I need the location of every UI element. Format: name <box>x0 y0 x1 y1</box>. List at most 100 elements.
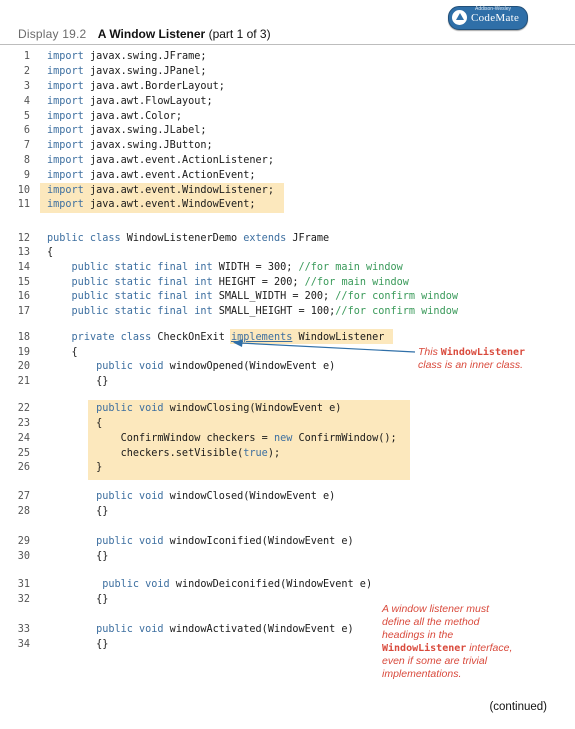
code-text: public void windowClosing(WindowEvent e) <box>47 402 341 416</box>
line-number: 10 <box>17 185 30 196</box>
code-text: public void windowActivated(WindowEvent … <box>47 623 354 637</box>
code-token: windowClosing(WindowEvent e) <box>163 403 342 414</box>
code-line: 2 import javax.swing.JPanel; <box>0 65 575 79</box>
code-line: 32 {} <box>0 593 575 607</box>
display-part: (part 1 of 3) <box>208 27 271 41</box>
code-text: {} <box>47 550 108 564</box>
code-line: 29 public void windowIconified(WindowEve… <box>0 535 575 549</box>
code-keyword: import <box>47 155 84 166</box>
line-number: 27 <box>17 491 30 502</box>
code-keyword: public static final int <box>71 291 213 302</box>
line-number: 17 <box>17 306 30 317</box>
code-line: 16 public static final int SMALL_WIDTH =… <box>0 290 575 304</box>
line-number: 12 <box>17 233 30 244</box>
line-number: 6 <box>23 125 30 136</box>
code-token: {} <box>47 639 109 650</box>
code-token: javax.swing.JButton; <box>83 140 213 151</box>
code-keyword: private class <box>71 332 152 343</box>
code-token: {} <box>47 594 109 605</box>
line-number: 31 <box>17 579 30 590</box>
code-token: WindowListenerDemo <box>120 233 244 244</box>
code-line: 27 public void windowClosed(WindowEvent … <box>0 490 575 504</box>
header-rule <box>0 44 575 45</box>
line-number: 23 <box>17 418 30 429</box>
code-token: javax.swing.JFrame; <box>83 51 207 62</box>
line-number: 2 <box>23 66 30 77</box>
code-text: {} <box>47 638 108 652</box>
continued-label: (continued) <box>489 701 547 713</box>
code-text: {} <box>47 375 108 389</box>
code-text: checkers.setVisible(true); <box>47 447 281 461</box>
code-text: import java.awt.event.WindowEvent; <box>47 198 256 212</box>
display-title: A Window Listener <box>97 27 206 41</box>
code-token: ); <box>267 448 281 459</box>
code-line: 19 { <box>0 346 575 360</box>
code-token: java.awt.event.WindowEvent; <box>83 199 256 210</box>
code-text: import javax.swing.JLabel; <box>47 124 206 138</box>
code-token: HEIGHT = 200; <box>212 277 305 288</box>
code-line: 34 {} <box>0 638 575 652</box>
code-keyword: public class <box>47 233 121 244</box>
code-text: import java.awt.event.WindowListener; <box>47 184 274 198</box>
line-number: 7 <box>23 140 30 151</box>
inner-class-annotation: This WindowListener class is an inner cl… <box>418 346 568 372</box>
line-number: 20 <box>17 361 30 372</box>
line-number: 1 <box>23 51 30 62</box>
code-line: 23 { <box>0 417 575 431</box>
code-comment: //for confirm window <box>335 306 458 317</box>
code-token: javax.swing.JPanel; <box>83 66 207 77</box>
code-line: 28 {} <box>0 505 575 519</box>
code-text: {} <box>47 593 108 607</box>
highlight-imports <box>40 183 284 213</box>
code-text: {} <box>47 505 108 519</box>
code-text: public void windowIconified(WindowEvent … <box>47 535 354 549</box>
code-keyword: import <box>47 170 84 181</box>
code-keyword: public void <box>96 624 164 635</box>
code-line: 15 public static final int HEIGHT = 200;… <box>0 276 575 290</box>
line-number: 32 <box>17 594 30 605</box>
code-text: public void windowOpened(WindowEvent e) <box>47 360 335 374</box>
code-keyword: public void <box>96 361 164 372</box>
badge-label: CodeMate <box>471 12 520 24</box>
code-keyword: import <box>47 125 84 136</box>
code-keyword: import <box>47 185 84 196</box>
code-line: 10 import java.awt.event.WindowListener; <box>0 184 575 198</box>
code-line: 31 public void windowDeiconified(WindowE… <box>0 578 575 592</box>
annotation-text: class is an inner class. <box>418 359 524 371</box>
code-token: java.awt.event.WindowListener; <box>83 185 274 196</box>
code-token: CheckOnExit <box>151 332 232 343</box>
code-keyword: import <box>47 140 84 151</box>
line-number: 13 <box>17 247 30 258</box>
code-line: 18 private class CheckOnExit implements … <box>0 331 575 345</box>
annotation-text: implementations. <box>382 668 462 680</box>
line-number: 5 <box>23 111 30 122</box>
line-number: 4 <box>23 96 30 107</box>
code-token: javax.swing.JLabel; <box>83 125 207 136</box>
code-text: { <box>47 346 78 360</box>
code-keyword: import <box>47 51 84 62</box>
badge-caption: Addison-Wesley <box>475 6 512 12</box>
code-keyword: new <box>273 433 293 444</box>
code-text: import java.awt.event.ActionListener; <box>47 154 274 168</box>
line-number: 25 <box>17 448 30 459</box>
code-comment: //for main window <box>304 277 409 288</box>
code-text: public void windowDeiconified(WindowEven… <box>47 578 372 592</box>
code-line: 13{ <box>0 246 575 260</box>
code-comment: //for confirm window <box>335 291 458 302</box>
code-keyword: import <box>47 66 84 77</box>
line-number: 30 <box>17 551 30 562</box>
code-line: 6 import javax.swing.JLabel; <box>0 124 575 138</box>
highlight-implements <box>230 329 393 344</box>
line-number: 11 <box>17 199 30 210</box>
code-keyword: import <box>47 111 84 122</box>
line-number: 26 <box>17 462 30 473</box>
display-label: Display 19.2 <box>18 27 87 41</box>
code-token: windowOpened(WindowEvent e) <box>163 361 336 372</box>
code-token: {} <box>47 551 109 562</box>
